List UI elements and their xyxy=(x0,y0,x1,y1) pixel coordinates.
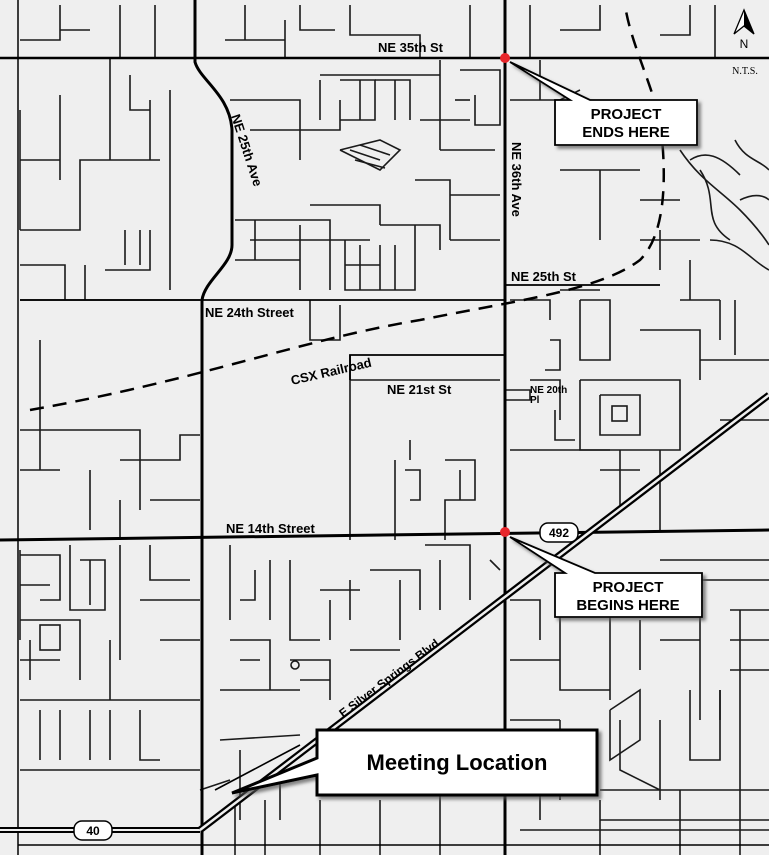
minor-streets xyxy=(19,5,769,855)
label-ne-21st-st: NE 21st St xyxy=(387,382,452,397)
callout-project-ends-line1: PROJECT xyxy=(591,106,662,123)
label-ne-36th-ave: NE 36th Ave xyxy=(509,142,524,217)
map-frame xyxy=(17,0,769,855)
label-ne-20th-pl-line1: NE 20th xyxy=(530,385,567,396)
route-shield-40: 40 xyxy=(73,820,113,841)
callout-meeting-location xyxy=(231,728,599,797)
callout-project-begins xyxy=(509,536,703,618)
callout-project-ends-line2: ENDS HERE xyxy=(582,124,670,141)
shield-40-number: 40 xyxy=(86,824,100,838)
scale-note: N.T.S. xyxy=(732,66,758,77)
road-ne-14th-street xyxy=(0,528,769,542)
label-ne-35th-st: NE 35th St xyxy=(378,40,444,55)
callout-project-begins-line2: BEGINS HERE xyxy=(576,597,679,614)
shield-492-number: 492 xyxy=(549,526,569,540)
label-ne-14th-street: NE 14th Street xyxy=(226,521,316,536)
label-ne-20th-pl-line2: Pl xyxy=(530,395,540,406)
callout-project-begins-line1: PROJECT xyxy=(593,579,664,596)
road-ne-21st-st xyxy=(349,354,505,380)
project-end-marker xyxy=(500,53,510,63)
callout-project-ends xyxy=(509,61,698,146)
road-e-silver-springs-blvd xyxy=(197,392,769,833)
callout-meeting-location-text: Meeting Location xyxy=(367,750,548,775)
north-label: N xyxy=(740,37,749,51)
project-begin-marker xyxy=(500,527,510,537)
route-shield-492: 492 xyxy=(539,522,579,543)
north-arrow-icon xyxy=(733,8,755,35)
label-ne-24th-street: NE 24th Street xyxy=(205,305,295,320)
label-ne-25th-st: NE 25th St xyxy=(511,269,577,284)
road-ne-25th-ave xyxy=(193,0,234,855)
